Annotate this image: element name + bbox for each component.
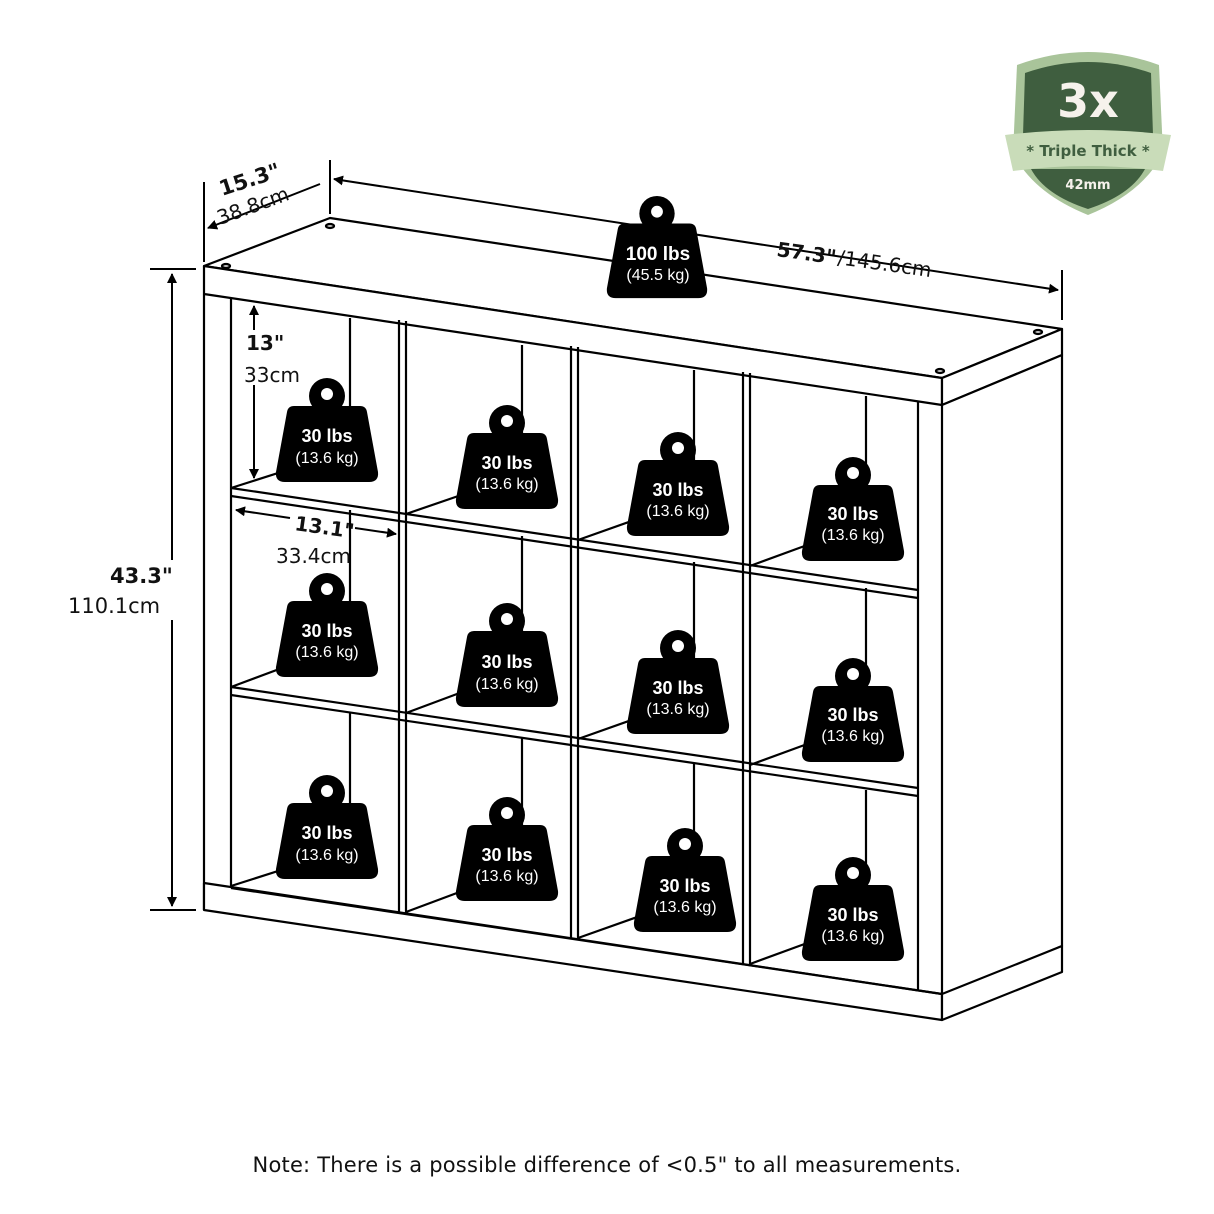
svg-text:30 lbs: 30 lbs bbox=[827, 504, 878, 524]
svg-text:(13.6 kg): (13.6 kg) bbox=[295, 450, 358, 467]
top-weight-icon: 100 lbs (45.5 kg) bbox=[606, 195, 708, 299]
weight-icon: 30 lbs (13.6 kg) bbox=[801, 658, 905, 762]
height-imperial-label: 43.3" bbox=[110, 564, 173, 588]
measurement-note: Note: There is a possible difference of … bbox=[252, 1153, 962, 1177]
width-imperial-label: 57.3" bbox=[775, 237, 838, 269]
triple-thick-badge: 3x * Triple Thick * 42mm bbox=[1005, 52, 1171, 215]
svg-text:(13.6 kg): (13.6 kg) bbox=[295, 644, 358, 661]
svg-text:30 lbs: 30 lbs bbox=[827, 705, 878, 725]
svg-text:30 lbs: 30 lbs bbox=[827, 905, 878, 925]
svg-text:(13.6 kg): (13.6 kg) bbox=[646, 503, 709, 520]
svg-text:(13.6 kg): (13.6 kg) bbox=[475, 476, 538, 493]
weight-icon: 30 lbs (13.6 kg) bbox=[626, 432, 730, 536]
badge-multiplier: 3x bbox=[1057, 74, 1119, 128]
bookshelf-outline bbox=[202, 216, 1064, 1022]
svg-text:(13.6 kg): (13.6 kg) bbox=[646, 701, 709, 718]
weight-icon: 30 lbs (13.6 kg) bbox=[455, 603, 559, 707]
top-weight-kg: (45.5 kg) bbox=[626, 267, 689, 284]
cube-height-metric-label: 33cm bbox=[244, 363, 300, 387]
svg-text:30 lbs: 30 lbs bbox=[481, 652, 532, 672]
weight-icon: 30 lbs (13.6 kg) bbox=[633, 828, 737, 932]
svg-text:30 lbs: 30 lbs bbox=[659, 876, 710, 896]
height-metric-label: 110.1cm bbox=[68, 594, 160, 618]
badge-thickness: 42mm bbox=[1065, 178, 1110, 193]
badge-label: * Triple Thick * bbox=[1026, 142, 1150, 160]
svg-text:30 lbs: 30 lbs bbox=[301, 823, 352, 843]
svg-text:(13.6 kg): (13.6 kg) bbox=[475, 868, 538, 885]
weight-icon: 30 lbs (13.6 kg) bbox=[801, 457, 905, 561]
weight-icon: 30 lbs (13.6 kg) bbox=[801, 857, 905, 961]
weight-icon: 30 lbs (13.6 kg) bbox=[275, 573, 379, 677]
svg-text:(13.6 kg): (13.6 kg) bbox=[295, 847, 358, 864]
dimension-lines bbox=[150, 160, 1063, 911]
weight-icon: 30 lbs (13.6 kg) bbox=[455, 405, 559, 509]
svg-text:(13.6 kg): (13.6 kg) bbox=[821, 728, 884, 745]
svg-text:30 lbs: 30 lbs bbox=[652, 480, 703, 500]
svg-text:(13.6 kg): (13.6 kg) bbox=[653, 899, 716, 916]
svg-text:(13.6 kg): (13.6 kg) bbox=[475, 676, 538, 693]
cube-weights: 30 lbs (13.6 kg) 30 lbs (13.6 kg) 30 lbs (1… bbox=[275, 378, 905, 961]
weight-icon: 30 lbs (13.6 kg) bbox=[275, 378, 379, 482]
svg-text:(13.6 kg): (13.6 kg) bbox=[821, 527, 884, 544]
top-weight-lbs: 100 lbs bbox=[626, 244, 690, 265]
weight-icon: 30 lbs (13.6 kg) bbox=[626, 630, 730, 734]
cube-width-imperial-label: 13.1" bbox=[293, 511, 356, 543]
svg-text:30 lbs: 30 lbs bbox=[301, 621, 352, 641]
svg-text:30 lbs: 30 lbs bbox=[301, 426, 352, 446]
cube-width-metric-label: 33.4cm bbox=[276, 544, 351, 568]
svg-text:30 lbs: 30 lbs bbox=[652, 678, 703, 698]
svg-text:30 lbs: 30 lbs bbox=[481, 845, 532, 865]
svg-text:30 lbs: 30 lbs bbox=[481, 453, 532, 473]
weight-icon: 30 lbs (13.6 kg) bbox=[455, 797, 559, 901]
width-metric-label: /145.6cm bbox=[836, 245, 933, 282]
svg-text:(13.6 kg): (13.6 kg) bbox=[821, 928, 884, 945]
cube-height-imperial-label: 13" bbox=[246, 331, 284, 355]
weight-icon: 30 lbs (13.6 kg) bbox=[275, 775, 379, 879]
